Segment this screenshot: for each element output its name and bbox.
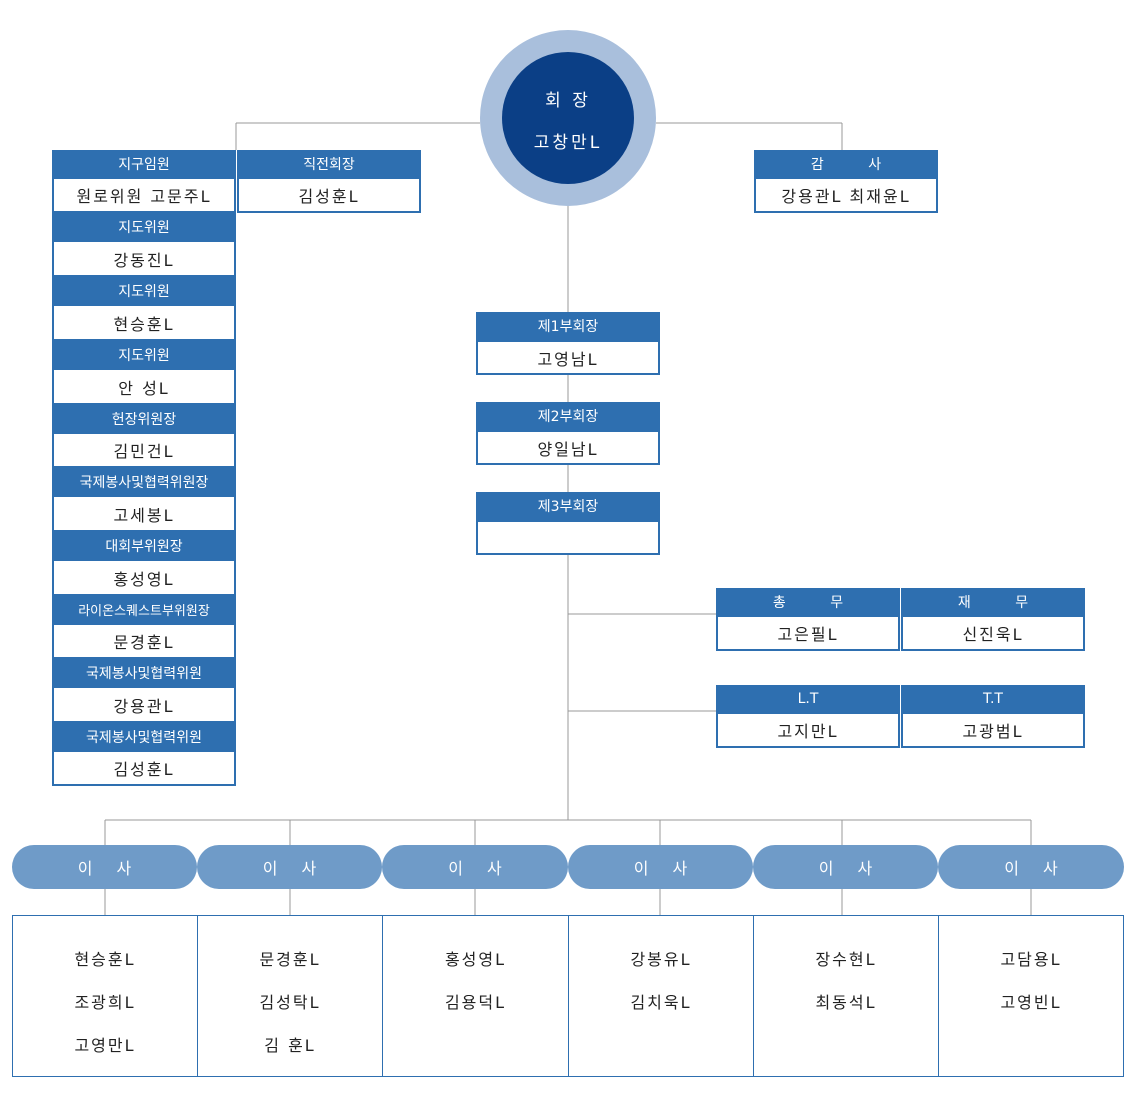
left-title-8: 국제봉사및협력위원 — [52, 659, 236, 686]
director-name: 현승훈L — [74, 950, 136, 969]
director-name: 김 훈L — [264, 1036, 316, 1055]
left-title-3: 지도위원 — [52, 341, 236, 368]
director-pill-1: 이사 — [197, 845, 382, 889]
vp2-name: 양일남L — [476, 430, 660, 465]
director-box-3: 강봉유L 김치욱L — [568, 915, 754, 1077]
past-president-name: 김성훈L — [237, 177, 421, 213]
vp3-title: 제3부회장 — [476, 492, 660, 520]
left-name-7: 문경훈L — [52, 623, 236, 659]
finance-title: 재 무 — [901, 588, 1085, 615]
left-name-5: 고세봉L — [52, 495, 236, 532]
director-box-0: 현승훈L 조광희L 고영만L — [12, 915, 198, 1077]
director-name: 강봉유L — [630, 950, 692, 969]
general-affairs-name: 고은필L — [716, 615, 900, 651]
vp1-title: 제1부회장 — [476, 312, 660, 340]
director-name: 최동석L — [815, 993, 877, 1012]
director-name: 김성탁L — [259, 993, 321, 1012]
vp1-name: 고영남L — [476, 340, 660, 375]
president-name: 고창만L — [533, 133, 603, 153]
auditor-title: 감 사 — [754, 150, 938, 177]
general-affairs-title: 총 무 — [716, 588, 900, 615]
director-name: 김용덕L — [444, 993, 507, 1012]
director-name: 조광희L — [74, 993, 136, 1012]
director-pill-5: 이사 — [938, 845, 1124, 889]
president-title: 회 장 — [545, 91, 591, 111]
president-circle: 회 장 고창만L — [502, 52, 634, 184]
left-title-7: 라이온스퀘스트부위원장 — [52, 596, 236, 623]
left-name-6: 홍성영L — [52, 559, 236, 596]
left-title-6: 대회부위원장 — [52, 532, 236, 559]
left-title-0: 지구임원 — [52, 150, 236, 177]
director-box-2: 홍성영L 김용덕L — [382, 915, 569, 1077]
left-title-1: 지도위원 — [52, 213, 236, 240]
director-pill-3: 이사 — [568, 845, 753, 889]
auditor-name: 강용관L 최재윤L — [754, 177, 938, 213]
left-name-3: 안 성L — [52, 368, 236, 405]
director-box-1: 문경훈L 김성탁L 김 훈L — [197, 915, 383, 1077]
director-name: 김치욱L — [630, 993, 692, 1012]
past-president-title: 직전회장 — [237, 150, 421, 177]
director-pill-2: 이사 — [382, 845, 568, 889]
left-title-5: 국제봉사및협력위원장 — [52, 468, 236, 495]
director-name: 장수현L — [815, 950, 877, 969]
director-box-4: 장수현L 최동석L — [753, 915, 939, 1077]
vp2-title: 제2부회장 — [476, 402, 660, 430]
finance-name: 신진욱L — [901, 615, 1085, 651]
left-name-8: 강용관L — [52, 686, 236, 723]
director-box-5: 고담용L 고영빈L — [938, 915, 1124, 1077]
director-pill-0: 이사 — [12, 845, 197, 889]
left-name-2: 현승훈L — [52, 304, 236, 341]
director-name: 홍성영L — [444, 950, 507, 969]
left-title-2: 지도위원 — [52, 277, 236, 304]
left-name-9: 김성훈L — [52, 750, 236, 786]
director-name: 고영빈L — [1000, 993, 1062, 1012]
lt-name: 고지만L — [716, 712, 900, 748]
director-pill-4: 이사 — [753, 845, 938, 889]
left-name-4: 김민건L — [52, 432, 236, 468]
tt-title: T.T — [901, 685, 1085, 712]
director-name: 고영만L — [74, 1036, 136, 1055]
director-name: 문경훈L — [259, 950, 321, 969]
left-name-1: 강동진L — [52, 240, 236, 277]
vp3-name — [476, 520, 660, 555]
left-name-0: 원로위원 고문주L — [52, 177, 236, 213]
director-name: 고담용L — [1000, 950, 1062, 969]
tt-name: 고광범L — [901, 712, 1085, 748]
lt-title: L.T — [716, 685, 900, 712]
left-title-9: 국제봉사및협력위원 — [52, 723, 236, 750]
left-title-4: 헌장위원장 — [52, 405, 236, 432]
